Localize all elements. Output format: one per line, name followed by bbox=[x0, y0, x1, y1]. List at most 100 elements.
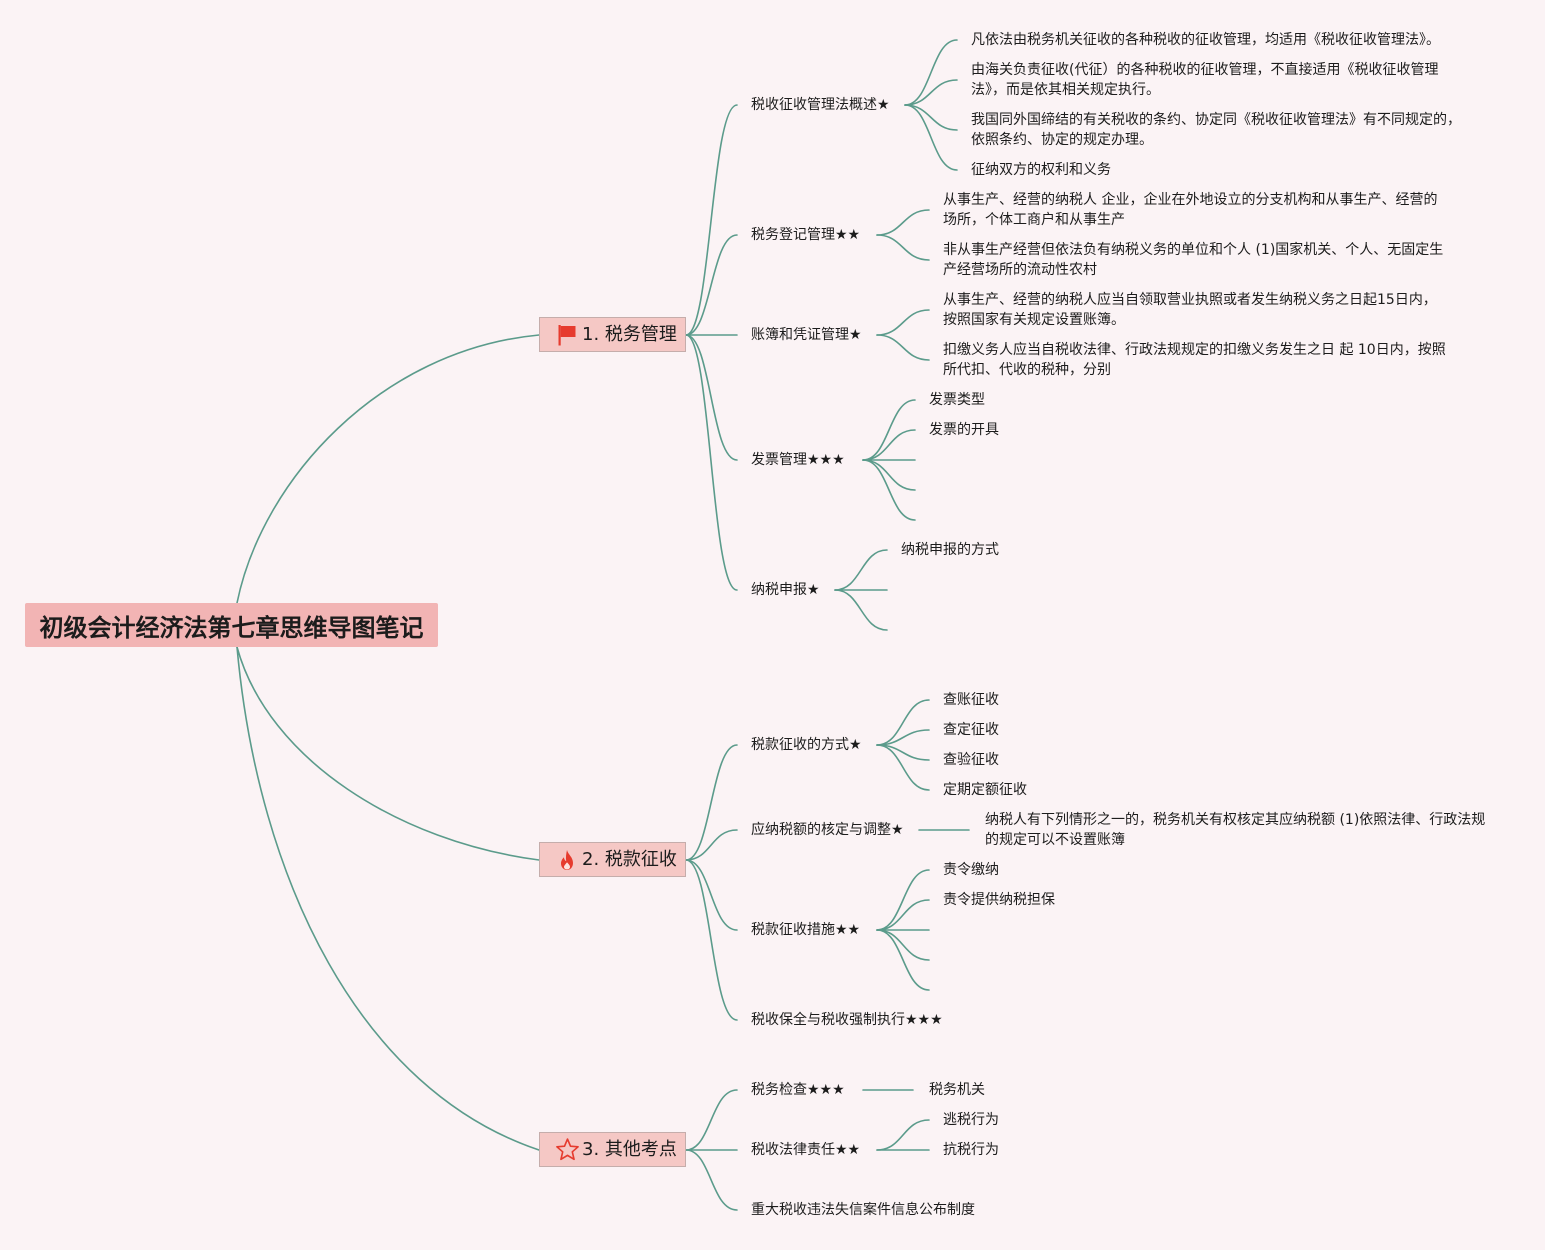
subtopic-tax-inspection[interactable]: 税务检查★★★ bbox=[751, 1082, 845, 1098]
connector-detail bbox=[904, 39, 958, 106]
connector-branch-2-topic-2 bbox=[685, 829, 738, 861]
connector-detail bbox=[834, 549, 888, 591]
detail-line: 逃税行为 bbox=[943, 1112, 999, 1128]
detail-node[interactable]: 税务机关 bbox=[929, 1080, 985, 1100]
subtopic-legal-liability[interactable]: 税收法律责任★★ bbox=[751, 1142, 861, 1158]
subtopic-collection-law-overview[interactable]: 税收征收管理法概述★ bbox=[751, 97, 890, 113]
detail-node[interactable]: 从事生产、经营的纳税人应当自领取营业执照或者发生纳税义务之日起15日内， 按照国… bbox=[943, 290, 1437, 330]
detail-line: 责令提供纳税担保 bbox=[943, 892, 1055, 908]
detail-line: 发票类型 bbox=[929, 392, 985, 408]
connector-root-to-branch-2 bbox=[236, 646, 540, 861]
subtopic-tax-assessment-adjustment[interactable]: 应纳税额的核定与调整★ bbox=[751, 822, 904, 838]
detail-node[interactable]: 由海关负责征收(代征）的各种税收的征收管理，不直接适用《税收征收管理 法》，而是… bbox=[971, 60, 1438, 100]
connector-detail bbox=[876, 699, 930, 746]
detail-line: 查账征收 bbox=[943, 692, 999, 708]
connector-detail bbox=[876, 309, 930, 336]
detail-line: 税务机关 bbox=[929, 1082, 985, 1098]
detail-line: 查定征收 bbox=[943, 722, 999, 738]
detail-node[interactable]: 纳税人有下列情形之一的，税务机关有权核定其应纳税额 (1)依照法律、行政法规 的… bbox=[985, 810, 1485, 850]
detail-line: 抗税行为 bbox=[943, 1142, 999, 1158]
detail-line: 纳税申报的方式 bbox=[901, 542, 999, 558]
detail-node[interactable]: 定期定额征收 bbox=[943, 780, 1027, 800]
subtopic-preservation-enforcement[interactable]: 税收保全与税收强制执行★★★ bbox=[751, 1012, 943, 1028]
main-topic-tax-collection[interactable]: 2. 税款征收 bbox=[539, 842, 686, 877]
detail-line: 按照国家有关规定设置账簿。 bbox=[943, 312, 1125, 328]
detail-node[interactable]: 查验征收 bbox=[943, 750, 999, 770]
connector-empty-branch bbox=[876, 929, 930, 991]
main-topic-label: 2. 税款征收 bbox=[582, 848, 677, 870]
detail-line: 依照条约、协定的规定办理。 bbox=[971, 132, 1153, 148]
connector-detail bbox=[876, 899, 930, 931]
connector-detail bbox=[862, 399, 916, 461]
connector-branch-2-topic-4 bbox=[685, 859, 738, 1021]
detail-node[interactable]: 查账征收 bbox=[943, 690, 999, 710]
detail-node[interactable]: 凡依法由税务机关征收的各种税收的征收管理，均适用《税收征收管理法》。 bbox=[971, 30, 1440, 50]
connector-detail bbox=[904, 104, 958, 131]
subtopic-collection-measures[interactable]: 税款征收措施★★ bbox=[751, 922, 861, 938]
star-icon bbox=[555, 1138, 579, 1162]
detail-line: 的规定可以不设置账簿 bbox=[985, 832, 1125, 848]
connector-detail bbox=[876, 209, 930, 236]
detail-line: 定期定额征收 bbox=[943, 782, 1027, 798]
subtopic-tax-registration[interactable]: 税务登记管理★★ bbox=[751, 227, 861, 243]
detail-node[interactable]: 扣缴义务人应当自税收法律、行政法规规定的扣缴义务发生之日 起 10日内，按照 所… bbox=[943, 340, 1446, 380]
main-topic-label: 3. 其他考点 bbox=[582, 1138, 677, 1160]
subtopic-dishonesty-disclosure[interactable]: 重大税收违法失信案件信息公布制度 bbox=[751, 1202, 975, 1218]
detail-node[interactable]: 责令提供纳税担保 bbox=[943, 890, 1055, 910]
connector-branch-3-topic-1 bbox=[685, 1089, 738, 1151]
fire-icon bbox=[555, 848, 579, 872]
flag-icon bbox=[555, 323, 579, 347]
connector-detail bbox=[876, 1119, 930, 1151]
subtopic-collection-methods[interactable]: 税款征收的方式★ bbox=[751, 737, 862, 753]
root-topic[interactable]: 初级会计经济法第七章思维导图笔记 bbox=[25, 603, 438, 647]
connector-detail bbox=[876, 744, 930, 791]
main-topic-label: 1. 税务管理 bbox=[582, 323, 677, 345]
connector-branch-3-topic-3 bbox=[685, 1149, 738, 1211]
connector-empty-branch bbox=[862, 459, 916, 521]
detail-line: 由海关负责征收(代征）的各种税收的征收管理，不直接适用《税收征收管理 bbox=[971, 62, 1439, 78]
detail-node[interactable]: 从事生产、经营的纳税人 企业，企业在外地设立的分支机构和从事生产、经营的 场所，… bbox=[943, 190, 1437, 230]
detail-node[interactable]: 责令缴纳 bbox=[943, 860, 999, 880]
subtopic-invoice-management[interactable]: 发票管理★★★ bbox=[751, 452, 845, 468]
detail-line: 扣缴义务人应当自税收法律、行政法规规定的扣缴义务发生之日 起 10日内，按照 bbox=[943, 342, 1446, 358]
connector-branch-1-topic-4 bbox=[685, 334, 738, 461]
detail-line: 我国同外国缔结的有关税收的条约、协定同《税收征收管理法》有不同规定的， bbox=[971, 112, 1461, 128]
detail-node[interactable]: 发票的开具 bbox=[929, 420, 999, 440]
subtopic-books-and-vouchers[interactable]: 账簿和凭证管理★ bbox=[751, 327, 862, 343]
detail-line: 场所，个体工商户和从事生产 bbox=[943, 212, 1125, 228]
detail-line: 查验征收 bbox=[943, 752, 999, 768]
connector-detail bbox=[904, 79, 958, 106]
connector-branch-1-topic-1 bbox=[685, 104, 738, 336]
detail-line: 法》，而是依其相关规定执行。 bbox=[971, 82, 1160, 98]
detail-line: 发票的开具 bbox=[929, 422, 999, 438]
detail-line: 从事生产、经营的纳税人 企业，企业在外地设立的分支机构和从事生产、经营的 bbox=[943, 192, 1438, 208]
connector-empty-branch bbox=[862, 459, 916, 491]
detail-node[interactable]: 我国同外国缔结的有关税收的条约、协定同《税收征收管理法》有不同规定的， 依照条约… bbox=[971, 110, 1461, 150]
detail-node[interactable]: 查定征收 bbox=[943, 720, 999, 740]
detail-line: 凡依法由税务机关征收的各种税收的征收管理，均适用《税收征收管理法》。 bbox=[971, 32, 1440, 48]
connector-root-to-branch-1 bbox=[236, 334, 540, 604]
detail-node[interactable]: 非从事生产经营但依法负有纳税义务的单位和个人 (1)国家机关、个人、无固定生 产… bbox=[943, 240, 1443, 280]
connector-detail bbox=[876, 334, 930, 361]
detail-line: 纳税人有下列情形之一的，税务机关有权核定其应纳税额 (1)依照法律、行政法规 bbox=[985, 812, 1486, 828]
detail-node[interactable]: 抗税行为 bbox=[943, 1140, 999, 1160]
connector-detail bbox=[876, 869, 930, 931]
detail-line: 非从事生产经营但依法负有纳税义务的单位和个人 (1)国家机关、个人、无固定生 bbox=[943, 242, 1444, 258]
connector-branch-2-topic-3 bbox=[685, 859, 738, 931]
detail-node[interactable]: 征纳双方的权利和义务 bbox=[971, 160, 1111, 180]
connector-detail bbox=[904, 104, 958, 171]
detail-node[interactable]: 纳税申报的方式 bbox=[901, 540, 999, 560]
root-title: 初级会计经济法第七章思维导图笔记 bbox=[39, 613, 424, 642]
detail-node[interactable]: 发票类型 bbox=[929, 390, 985, 410]
connector-detail bbox=[862, 429, 916, 461]
detail-line: 从事生产、经营的纳税人应当自领取营业执照或者发生纳税义务之日起15日内， bbox=[943, 292, 1437, 308]
connector-empty-branch bbox=[834, 589, 888, 631]
connector-detail bbox=[876, 234, 930, 261]
subtopic-tax-filing[interactable]: 纳税申报★ bbox=[751, 582, 820, 598]
main-topic-other-points[interactable]: 3. 其他考点 bbox=[539, 1132, 686, 1167]
detail-node[interactable]: 逃税行为 bbox=[943, 1110, 999, 1130]
main-topic-tax-administration[interactable]: 1. 税务管理 bbox=[539, 317, 686, 352]
detail-line: 所代扣、代收的税种，分别 bbox=[943, 362, 1111, 378]
